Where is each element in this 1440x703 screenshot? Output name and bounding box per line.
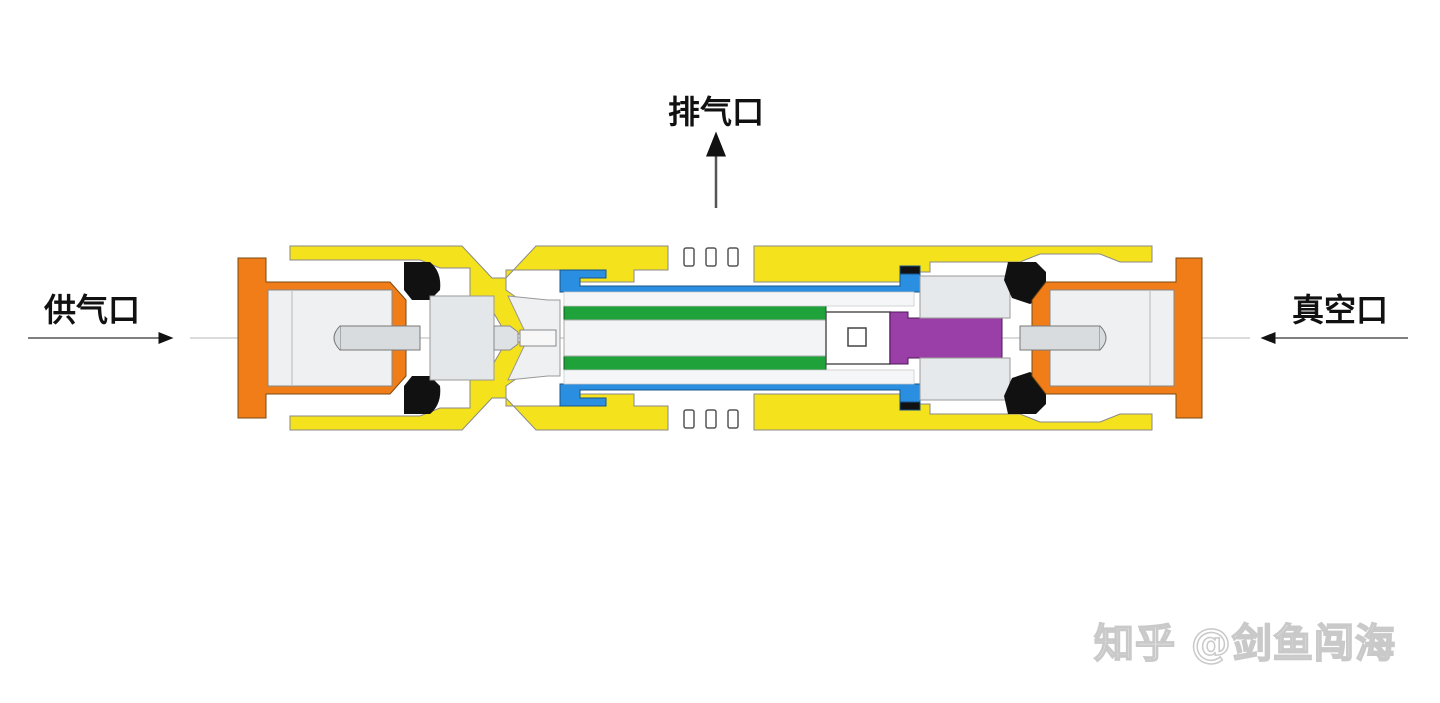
vacuum-metal-insert xyxy=(919,275,1011,401)
supply-end-cap xyxy=(237,257,421,419)
watermark: 知乎 @剑鱼闯海 xyxy=(1093,621,1396,667)
exhaust-slots xyxy=(683,247,739,429)
suction-channel xyxy=(563,319,827,357)
supply-port-label: 供气口 xyxy=(44,291,141,329)
inner-bore xyxy=(563,369,915,385)
vacuum-end-cap xyxy=(1019,257,1203,419)
supply-metal-insert xyxy=(429,295,519,381)
vacuum-seals xyxy=(1004,262,1046,414)
exhaust-port-label: 排气口 xyxy=(668,93,765,131)
check-valve xyxy=(825,311,1003,365)
inner-bore xyxy=(563,291,915,307)
supply-seals xyxy=(404,262,441,414)
vacuum-port-label: 真空口 xyxy=(1292,291,1389,329)
primary-nozzle xyxy=(507,295,561,381)
